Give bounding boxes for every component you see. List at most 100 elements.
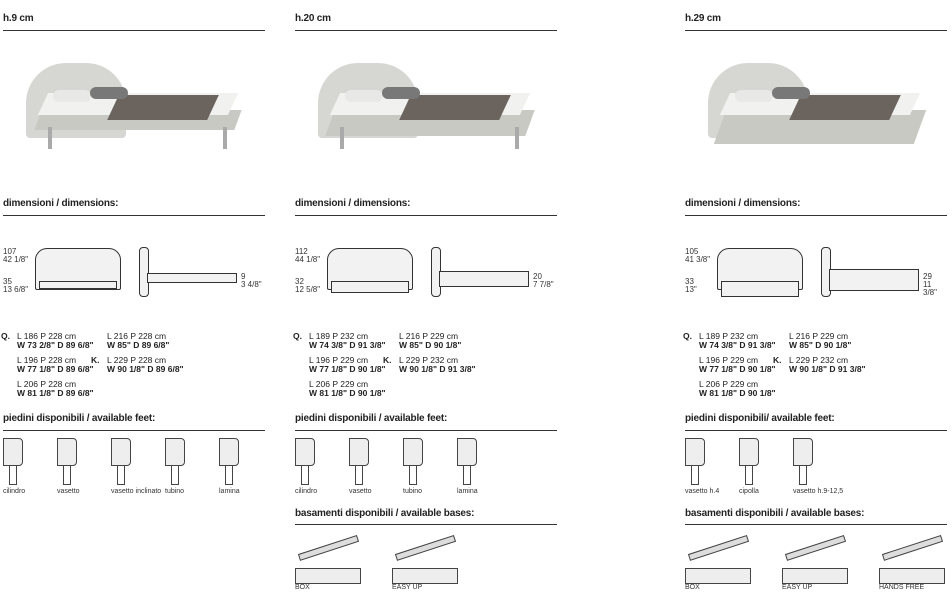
base-height-in: 13" — [685, 285, 697, 294]
size-w: W 85" — [789, 340, 813, 350]
size-d: D 90 1/8" — [349, 388, 386, 398]
pillow — [53, 90, 91, 102]
foot-icon — [685, 438, 745, 488]
size-w: W 81 1/8" — [309, 388, 348, 398]
bases-title: basamenti disponibili / available bases: — [295, 508, 475, 519]
base-lid — [687, 535, 750, 561]
side-height-in: 3 4/8" — [241, 280, 262, 289]
size-imperial: W 74 3/8" D 91 3/8" — [309, 341, 429, 350]
foot-leg — [691, 465, 699, 485]
base-option: EASY UP — [782, 535, 862, 591]
foot-icon — [349, 438, 409, 488]
foot-icon — [165, 438, 225, 488]
feet-title: piedini disponibili/ available feet: — [685, 413, 835, 424]
divider — [685, 430, 947, 431]
foot-option: vasetto h.4 — [685, 438, 745, 495]
pillow — [345, 90, 383, 102]
side-frame — [439, 271, 529, 287]
base-lid — [784, 535, 847, 561]
size-imperial: W 90 1/8" D 89 6/8" — [107, 365, 227, 374]
size-imperial: W 85" D 90 1/8" — [789, 341, 909, 350]
base-height-cm: 35 — [3, 277, 12, 286]
divider — [685, 215, 947, 216]
size-imperial: W 77 1/8" D 90 1/8" — [309, 365, 429, 374]
foot-label: tubino — [403, 488, 423, 495]
divider — [295, 430, 557, 431]
base-height-cm: 32 — [295, 277, 304, 286]
divider — [3, 30, 265, 31]
size-metric: L 229 P 232 cm — [399, 356, 519, 365]
foot-icon — [457, 438, 517, 488]
foot-icon — [739, 438, 799, 488]
foot-option: cilindro — [3, 438, 63, 495]
size-l: L 206 — [699, 379, 720, 389]
size-d: D 91 3/8" — [829, 364, 866, 374]
size-l: L 216 — [789, 331, 810, 341]
side-height-cm: 29 — [923, 272, 932, 281]
base-label: BOX — [685, 584, 700, 591]
size-metric: L 229 P 232 cm — [789, 356, 909, 365]
size-metric: L 216 P 228 cm — [107, 332, 227, 341]
base-box — [879, 568, 945, 584]
size-w: W 90 1/8" — [789, 364, 828, 374]
size-imperial: W 77 1/8" D 89 6/8" — [17, 365, 137, 374]
foot-option: lamina — [457, 438, 517, 495]
foot-leg — [355, 465, 363, 485]
divider — [295, 30, 557, 31]
foot-frame — [793, 438, 813, 466]
pillow — [382, 87, 420, 99]
foot-frame — [685, 438, 705, 466]
front-height-cm: 107 — [3, 247, 17, 256]
bed-photo — [18, 55, 253, 175]
side-frame — [147, 273, 237, 283]
size-metric: L 189 P 232 cm — [699, 332, 819, 341]
size-p: P 229 cm — [812, 331, 849, 341]
dimensions-title: dimensioni / dimensions: — [3, 198, 119, 209]
base-icon — [879, 535, 952, 584]
foot-frame — [403, 438, 423, 466]
foot-option: tubino — [165, 438, 225, 495]
size-p: P 229 cm — [722, 379, 759, 389]
size-l: L 229 — [789, 355, 810, 365]
foot-frame — [165, 438, 185, 466]
divider — [3, 215, 265, 216]
size-p: P 228 cm — [130, 355, 167, 365]
foot-icon — [111, 438, 171, 488]
base-box — [295, 568, 361, 584]
front-base — [39, 281, 117, 289]
front-height-in: 42 1/8" — [3, 255, 29, 264]
bases-title: basamenti disponibili / available bases: — [685, 508, 865, 519]
size-w: W 77 1/8" — [17, 364, 56, 374]
foot-leg — [9, 465, 17, 485]
divider — [295, 215, 557, 216]
size-w: W 77 1/8" — [309, 364, 348, 374]
base-height-in: 12 5/8" — [295, 285, 321, 294]
size-w: W 90 1/8" — [399, 364, 438, 374]
foot-label: vasetto — [57, 488, 80, 495]
size-metric: L 216 P 229 cm — [789, 332, 909, 341]
foot-frame — [3, 438, 23, 466]
size-metric: L 189 P 232 cm — [309, 332, 429, 341]
front-base — [331, 281, 409, 293]
size-p: P 228 cm — [130, 331, 167, 341]
base-icon — [295, 535, 375, 584]
side-height-in: 11 3/8" — [923, 280, 937, 297]
size-imperial: W 90 1/8" D 91 3/8" — [399, 365, 519, 374]
foot-leg — [63, 465, 71, 485]
foot-option: cilindro — [295, 438, 355, 495]
foot-label: cilindro — [295, 488, 318, 495]
foot-option: tubino — [403, 438, 463, 495]
foot-icon — [295, 438, 355, 488]
front-base — [721, 281, 799, 297]
size-imperial: W 77 1/8" D 90 1/8" — [699, 365, 819, 374]
foot-label: lamina — [219, 488, 240, 495]
side-height-cm: 20 — [533, 272, 542, 281]
